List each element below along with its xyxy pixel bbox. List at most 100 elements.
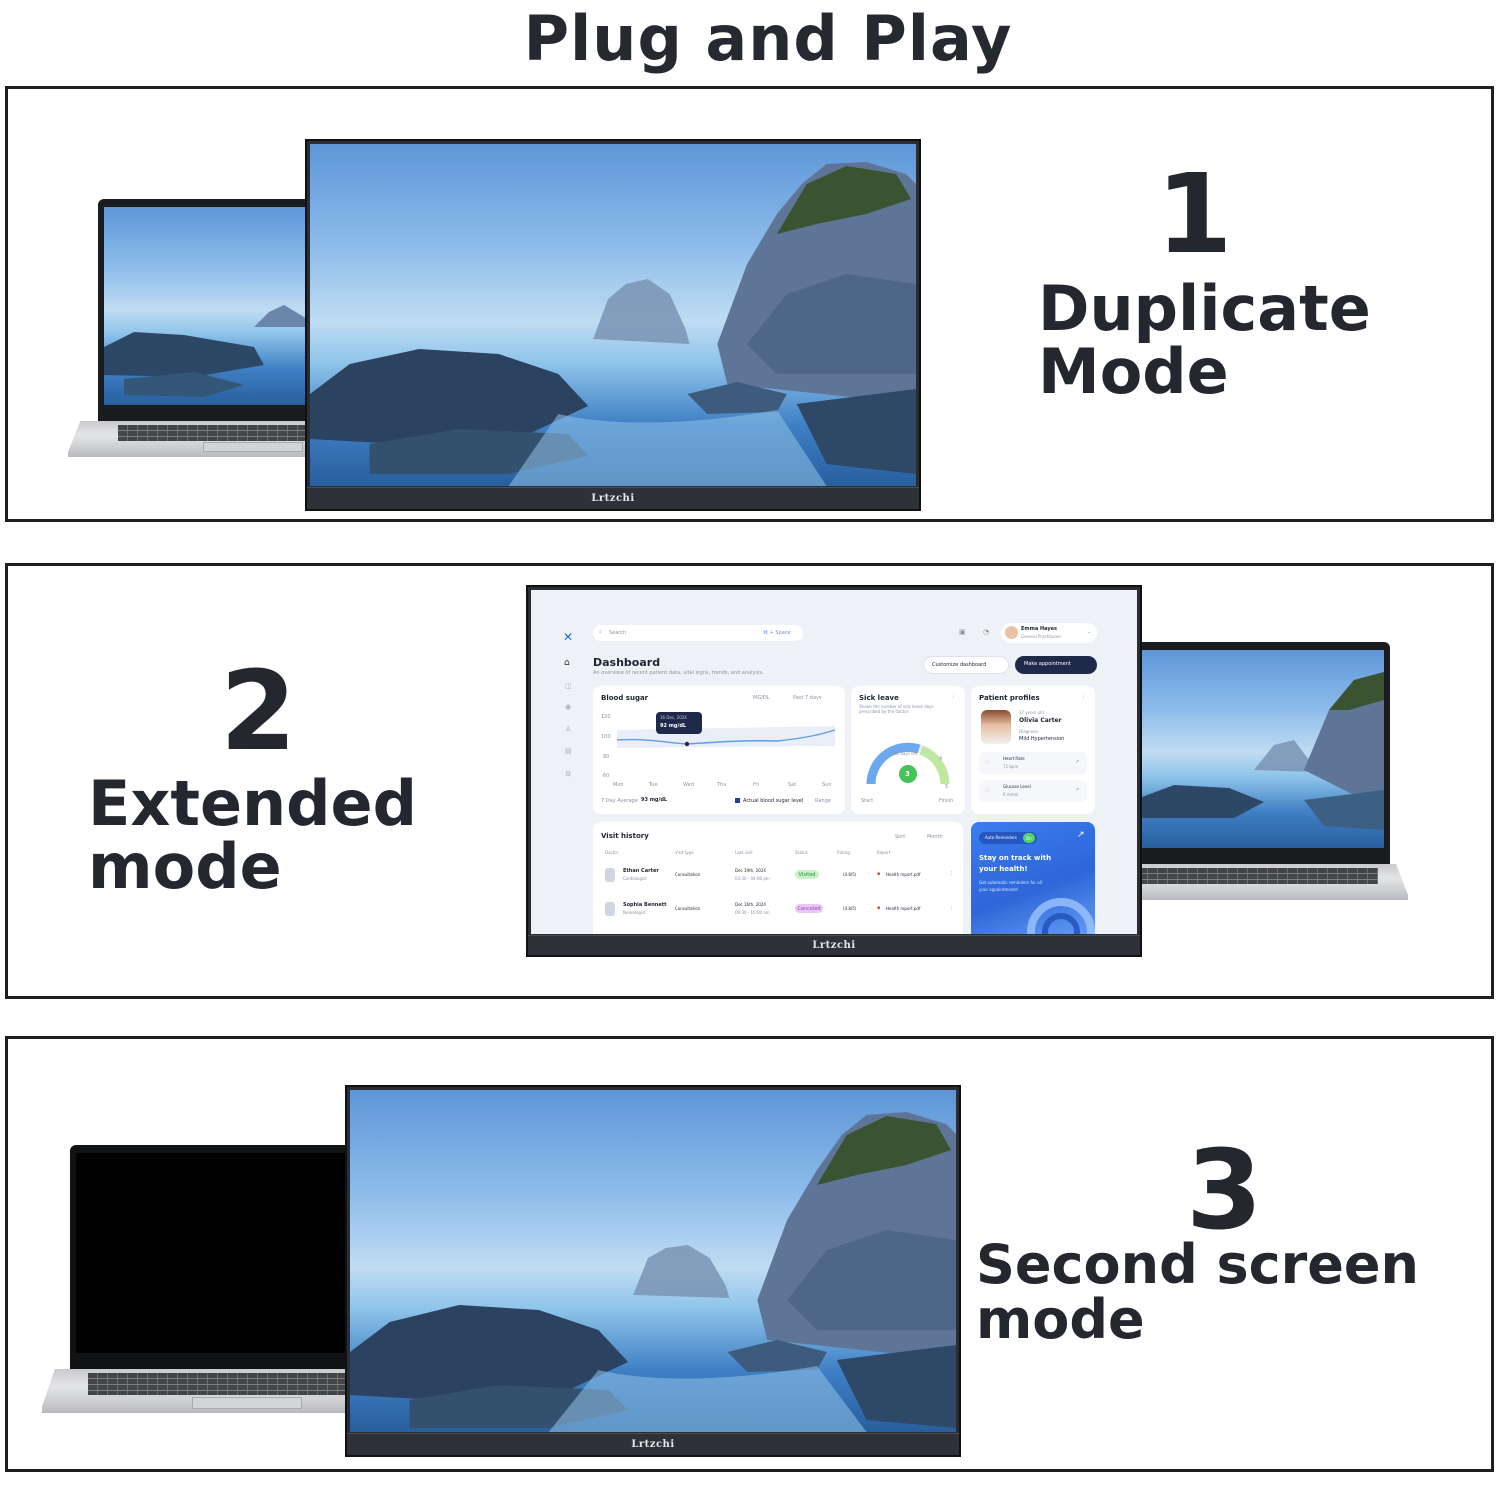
notification-icon[interactable]: ◔ [983, 628, 990, 636]
card-title: Blood sugar [601, 694, 649, 702]
badge-toggle[interactable]: On [1023, 833, 1035, 843]
dashboard-app: ✕ ⌂ ◫ ◉ ♙ ▤ ⚙ ⌕ Search ⌘ + Space ▣ ◔ Emm… [531, 590, 1137, 934]
patient-age: 27 years old [1019, 710, 1044, 715]
customize-dashboard-button[interactable]: Customize dashboard [923, 656, 1009, 674]
home-icon[interactable]: ⌂ [564, 658, 570, 668]
more-icon[interactable]: ⋮ [949, 871, 954, 877]
mode-label-line: mode [976, 1288, 1145, 1352]
x-tick: Sun [822, 782, 832, 788]
promo-graphic [1027, 898, 1095, 934]
average-label: 7 Day Average [601, 798, 638, 804]
x-tick: Tue [649, 782, 658, 788]
gauge-start: Start [861, 798, 874, 804]
arrow-up-right-icon[interactable]: ↗ [1077, 830, 1085, 840]
visit-time: 03:30 - 04:00 pm [735, 876, 770, 881]
search-icon: ⌕ [599, 629, 602, 635]
x-tick: Thu [717, 782, 727, 788]
more-icon[interactable]: ⋮ [1081, 694, 1086, 700]
avatar [605, 868, 615, 882]
heart-icon: ◌ [985, 759, 990, 765]
range-select[interactable]: Past 7 days [793, 695, 822, 701]
visit-type: Consultation [675, 872, 701, 877]
laptop [42, 1145, 362, 1425]
mode-label: Extended mode [88, 767, 417, 904]
rating-value: (4.8/5) [843, 872, 857, 877]
promo-body: your appointments! [979, 887, 1019, 892]
monitor-brand-logo: Lrtzchi [591, 493, 635, 504]
patient-profile-card: Patient profiles ⋮ 27 years old Olivia C… [971, 686, 1095, 814]
report-link[interactable]: Health report.pdf [886, 872, 921, 877]
gauge-finish: Finish [939, 798, 954, 804]
duplicate-mode-panel: Lrtzchi 1 Duplicate Mode [5, 86, 1494, 522]
auto-reminders-card[interactable]: Auto Reminders On ↗ Stay on track with y… [971, 822, 1095, 934]
diagnosis-value: Mild Hypertension [1019, 736, 1065, 742]
monitor-screen [310, 144, 916, 486]
glucose-row[interactable]: ◌ Glucose Level 6 mmol ↗ [979, 780, 1087, 802]
extended-mode-panel: 2 Extended mode ✕ ⌂ ◫ ◉ ♙ ▤ ⚙ [5, 563, 1494, 999]
make-appointment-button[interactable]: Make appointment [1015, 656, 1097, 674]
user-name: Emma Hayes [1021, 626, 1057, 632]
patient-avatar [981, 710, 1011, 744]
portable-monitor: ✕ ⌂ ◫ ◉ ♙ ▤ ⚙ ⌕ Search ⌘ + Space ▣ ◔ Emm… [526, 585, 1142, 957]
dashboard-subtitle: An overview of recent patient data, vita… [593, 670, 764, 676]
heart-rate-row[interactable]: ◌ Heart Rate 72 bpm ↗ [979, 752, 1087, 774]
mode-number: 2 [220, 647, 297, 775]
arrow-up-right-icon: ↗ [1075, 759, 1080, 765]
legend-actual: Actual blood sugar level [743, 798, 804, 804]
x-tick: Wed [683, 782, 694, 788]
y-tick: 100 [601, 734, 611, 740]
blood-sugar-line [617, 726, 835, 748]
mode-number: 3 [1186, 1126, 1263, 1254]
table-row[interactable]: Ethan Carter Cardiologist Consultation D… [593, 862, 963, 890]
table-header: Status [795, 850, 808, 855]
visit-history-card: Visit history Sort Month Doctor Visit ty… [593, 822, 963, 934]
y-tick: 60 [603, 773, 610, 779]
table-row[interactable]: Sophia Bennett Neurologist Consultation … [593, 896, 963, 924]
visit-date: Dec 19th, 2024 [735, 868, 766, 873]
nav-icon[interactable]: ♙ [565, 725, 572, 733]
mode-label-line: Duplicate [1038, 272, 1371, 345]
avatar [1005, 626, 1018, 639]
appointment-label: Make appointment [1024, 661, 1071, 667]
monitor-brand-logo: Lrtzchi [631, 1439, 675, 1450]
mode-label-line: Extended [88, 767, 417, 840]
legend-swatch [735, 798, 740, 803]
settings-icon[interactable]: ⚙ [565, 770, 572, 778]
gauge-value: 3 [905, 770, 910, 778]
rating-value: (4.8/5) [843, 906, 857, 911]
dashboard-title: Dashboard [593, 656, 661, 669]
card-title: Visit history [601, 832, 649, 840]
y-tick: 120 [601, 714, 611, 720]
nav-icon[interactable]: ▤ [565, 747, 572, 755]
user-menu[interactable]: Emma Hayes General Practitioner ⌄ [1001, 623, 1097, 643]
search-input[interactable]: ⌕ Search ⌘ + Space [593, 625, 803, 641]
y-tick: 80 [603, 754, 610, 760]
mode-label-line: mode [88, 830, 282, 904]
gauge-tick: 5 [945, 784, 949, 790]
sort-button[interactable]: Sort [895, 834, 906, 840]
month-select[interactable]: Month [927, 834, 943, 840]
laptop-screen-off [76, 1153, 362, 1353]
mode-label: Duplicate Mode [1038, 272, 1371, 404]
visit-type: Consultation [675, 906, 701, 911]
calendar-icon[interactable]: ▣ [959, 628, 966, 636]
more-icon[interactable]: ⋮ [949, 905, 954, 911]
nav-icon[interactable]: ◫ [565, 682, 572, 690]
card-title: Patient profiles [979, 694, 1040, 702]
card-title: Sick leave [859, 694, 899, 702]
search-placeholder: Search [609, 630, 627, 636]
doctor-specialty: Cardiologist [623, 876, 647, 881]
user-role: General Practitioner [1021, 634, 1062, 639]
nav-icon[interactable]: ◉ [565, 703, 572, 711]
x-tick: Fri [753, 782, 759, 788]
gauge-tick: 4 [939, 756, 943, 762]
second-screen-mode-panel: Lrtzchi 3 Second screen mode [5, 1036, 1494, 1472]
chart-tooltip: 16 Dec, 2024 92 mg/dL [656, 712, 702, 734]
glucose-label: Glucose Level [1003, 784, 1031, 789]
portable-monitor: Lrtzchi [305, 139, 921, 511]
unit-select[interactable]: MG/DL [753, 695, 770, 701]
pdf-icon: ▪ [877, 871, 881, 877]
more-icon[interactable]: ⋮ [951, 694, 956, 700]
dashboard-logo-icon[interactable]: ✕ [563, 630, 574, 644]
report-link[interactable]: Health report.pdf [886, 906, 921, 911]
